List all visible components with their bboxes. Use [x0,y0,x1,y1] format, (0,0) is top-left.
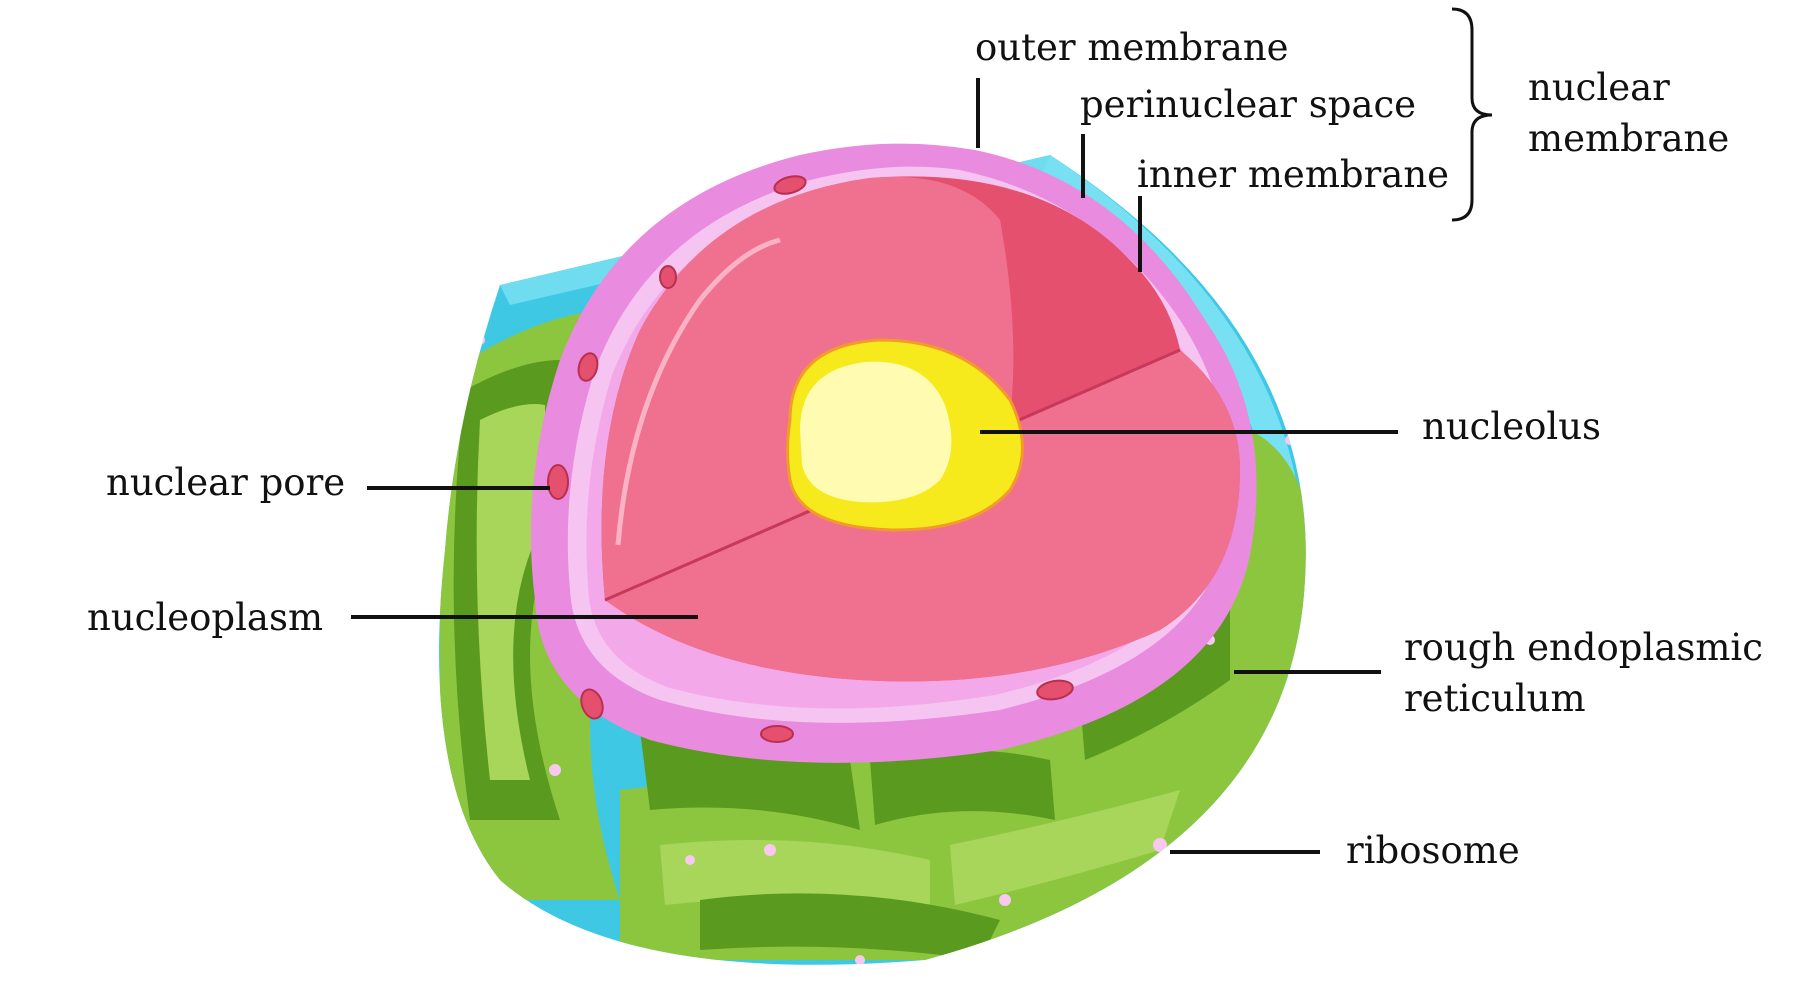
nuclear-membrane-bracket [1451,7,1493,222]
label-nuclear-pore: nuclear pore [106,461,346,504]
label-outer-membrane: outer membrane [975,26,1289,69]
label-inner-membrane: inner membrane [1137,153,1450,196]
label-rough-er-line2: reticulum [1404,677,1586,720]
label-perinuclear-space: perinuclear space [1080,83,1417,126]
nucleoplasm-shine [615,237,781,546]
label-rough-er-line1: rough endoplasmic [1404,626,1763,669]
nuclear-pores [547,175,1074,743]
label-nucleoplasm: nucleoplasm [87,596,324,639]
label-nucleolus: nucleolus [1422,405,1602,448]
nucleolus-core [800,361,952,503]
label-nuclear-membrane-line1: nuclear [1528,66,1670,109]
label-nuclear-membrane-line2: membrane [1528,117,1730,160]
leader-lines [351,78,1398,854]
label-ribosome: ribosome [1346,829,1520,872]
rough-endoplasmic-reticulum-art [440,310,1306,965]
